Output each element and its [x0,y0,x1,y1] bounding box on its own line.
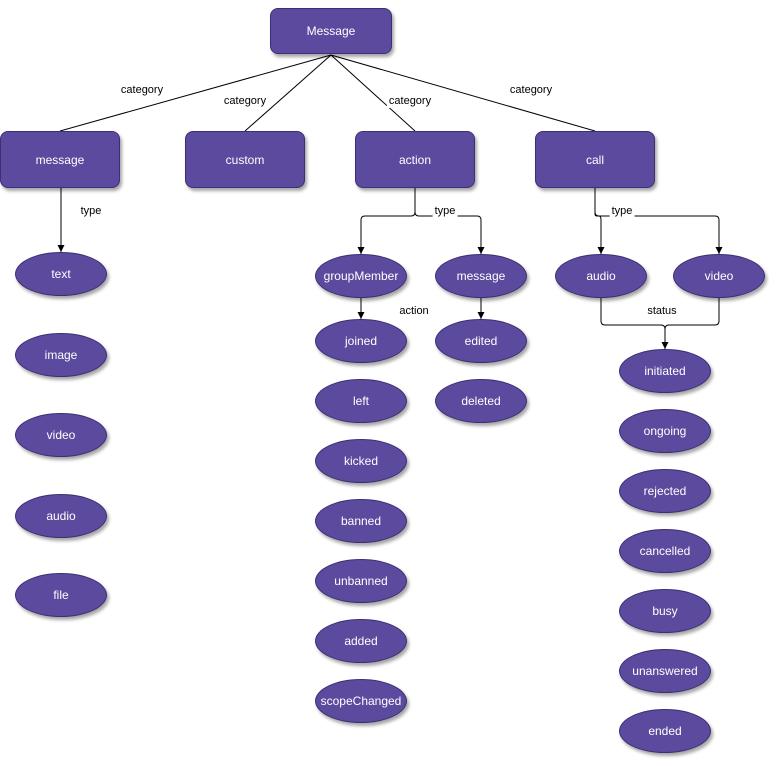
node-status-ongoing: ongoing [619,409,711,453]
node-call-audio: audio [555,254,647,298]
node-type-file: file [15,573,107,617]
node-gm-unbanned: unbanned [315,559,407,603]
node-category-call: call [535,131,655,188]
node-category-custom: custom [185,131,305,188]
node-gm-kicked: kicked [315,439,407,483]
node-msg-deleted: deleted [435,379,527,423]
node-action-message: message [435,254,527,298]
edge-video-initiated [664,298,720,333]
edge-label-category-1: category [118,84,166,97]
edge-root-message [59,54,332,132]
node-status-busy: busy [619,589,711,633]
node-type-text: text [15,252,107,296]
edge-label-type-call: type [609,205,635,218]
node-gm-joined: joined [315,319,407,363]
node-action-groupmember: groupMember [315,254,407,298]
node-category-action: action [355,131,475,188]
node-status-cancelled: cancelled [619,529,711,573]
node-call-video: video [673,254,765,298]
node-status-unanswered: unanswered [619,649,711,693]
node-type-audio: audio [15,494,107,538]
edge-action-groupmember [357,188,416,254]
node-category-message: message [0,131,120,188]
edge-root-custom [244,54,332,132]
node-gm-banned: banned [315,499,407,543]
node-status-ended: ended [619,709,711,753]
edge-root-action [330,54,416,132]
edge-call-video [594,188,723,254]
edge-call-audio [594,188,605,254]
node-gm-added: added [315,619,407,663]
node-gm-scopechanged: scopeChanged [315,679,407,723]
edge-root-call [330,54,596,132]
edge-label-action: action [397,305,431,318]
edge-label-category-3: category [386,95,434,108]
node-root-message: Message [270,8,392,54]
node-status-initiated: initiated [619,349,711,393]
edge-label-category-2: category [221,95,269,108]
node-gm-left: left [315,379,407,423]
edge-label-category-4: category [507,84,555,97]
node-type-video: video [15,413,107,457]
node-msg-edited: edited [435,319,527,363]
node-type-image: image [15,333,107,377]
edge-action-message [414,188,485,254]
edge-label-type-action: type [432,205,458,218]
node-status-rejected: rejected [619,469,711,513]
edge-label-type-message: type [78,205,104,218]
edge-label-status: status [645,305,679,318]
